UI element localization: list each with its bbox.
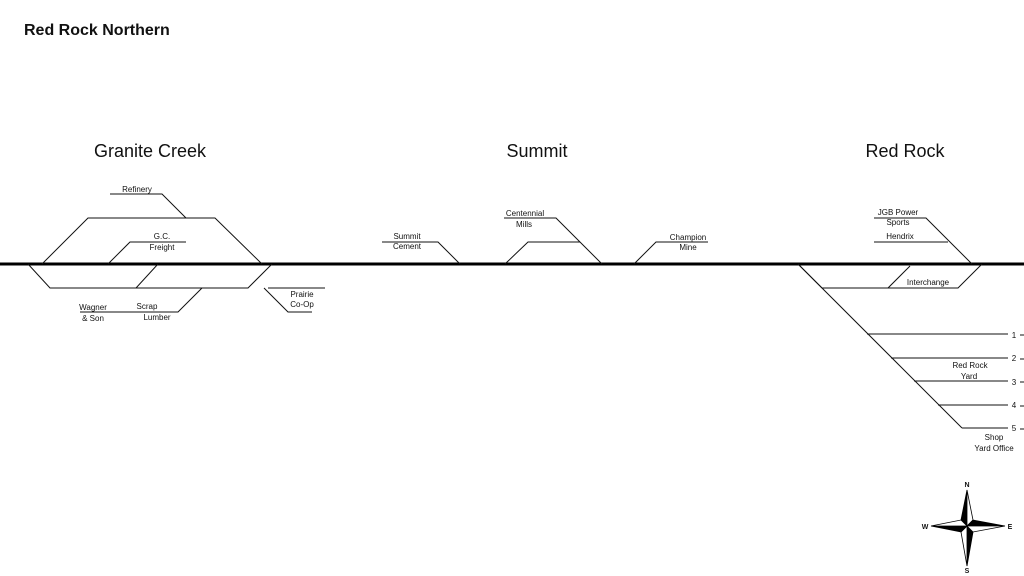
label-champion-1: Champion (670, 233, 706, 242)
gc-freight-spur (107, 241, 186, 265)
label-jgb-power: JGB Power (878, 208, 919, 217)
label-sports: Sports (886, 218, 909, 227)
summit-siding (504, 241, 580, 265)
granite-creek-trackage (27, 193, 325, 313)
champion-mine-spur (633, 241, 708, 265)
summit-trackage (382, 217, 708, 265)
compass-north-label: N (964, 482, 969, 489)
compass-west-label: W (922, 524, 929, 531)
yard-track-number-1: 1 (1012, 331, 1017, 340)
label-prairie-2: Co-Op (290, 300, 314, 309)
town-granite-creek: Granite Creek (94, 141, 207, 161)
label-gc-freight-1: G.C. (154, 232, 170, 241)
label-interchange: Interchange (907, 278, 950, 287)
yard-track-number-5: 5 (1012, 424, 1017, 433)
label-gc-freight-2: Freight (150, 243, 176, 252)
granite-creek-lower-siding (27, 263, 273, 289)
yard-ladder (797, 263, 963, 429)
compass-east-label: E (1008, 524, 1013, 531)
yard-track-number-2: 2 (1012, 354, 1017, 363)
label-summit-cement-2: Cement (393, 242, 422, 251)
label-wagner-1: Wagner (79, 303, 107, 312)
label-prairie-1: Prairie (290, 290, 314, 299)
refinery-spur (110, 193, 187, 219)
granite-creek-crossover (135, 263, 159, 289)
centennial-mills-spur (504, 217, 603, 265)
label-shop-2: Yard Office (974, 444, 1014, 453)
summit-cement-spur (382, 241, 461, 265)
wagner-scrap-spur (80, 287, 203, 313)
town-summit: Summit (506, 141, 567, 161)
compass-rose-icon (930, 489, 1006, 567)
label-centennial-2: Mills (516, 220, 532, 229)
label-champion-2: Mine (679, 243, 697, 252)
compass-south-label: S (965, 568, 970, 575)
town-red-rock: Red Rock (865, 141, 945, 161)
label-hendrix: Hendrix (886, 232, 914, 241)
label-summit-cement-1: Summit (393, 232, 421, 241)
label-wagner-2: & Son (82, 314, 104, 323)
label-refinery: Refinery (122, 185, 152, 194)
label-scrap-1: Scrap (137, 302, 158, 311)
label-yard-1: Red Rock (952, 361, 988, 370)
prairie-coop-spur (263, 287, 312, 313)
label-centennial-1: Centennial (506, 209, 544, 218)
interchange-lead (887, 265, 911, 289)
label-shop-1: Shop (985, 433, 1004, 442)
yard-track-number-3: 3 (1012, 378, 1017, 387)
diagram-title: Red Rock Northern (24, 22, 170, 39)
red-rock-trackage (797, 217, 1024, 430)
jgb-power-spur (874, 217, 973, 265)
interchange-siding (797, 263, 983, 289)
label-yard-2: Yard (961, 372, 977, 381)
label-scrap-2: Lumber (143, 313, 170, 322)
granite-creek-passing-siding (41, 217, 263, 265)
yard-track-number-4: 4 (1012, 401, 1017, 410)
